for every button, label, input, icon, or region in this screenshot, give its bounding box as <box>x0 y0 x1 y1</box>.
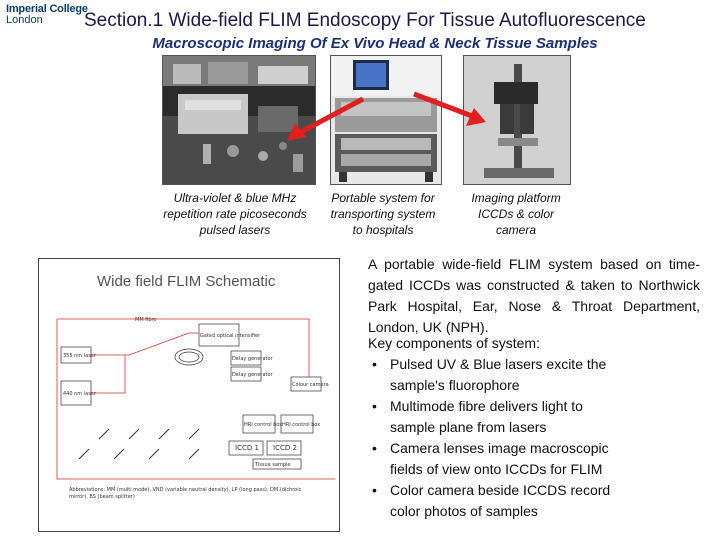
schematic-title: Wide field FLIM Schematic <box>97 273 276 290</box>
mirror <box>188 448 200 460</box>
arrow-left-icon <box>287 96 365 141</box>
arrow-right-icon <box>413 91 486 126</box>
caption-line: repetition rate picoseconds <box>163 207 307 221</box>
hri2-label: HRI control box <box>282 422 320 428</box>
caption-line: pulsed lasers <box>199 223 271 237</box>
delay1-box <box>230 350 262 366</box>
imperial-college-logo: Imperial College London <box>6 4 88 26</box>
fiber-label: MM fibre <box>135 317 157 323</box>
color-cam-label: Colour camera <box>292 382 329 388</box>
bullet-icon: • <box>372 356 377 372</box>
list-item-line: Color camera beside ICCDS record <box>390 482 611 498</box>
iccd2-box <box>266 440 302 456</box>
caption-line: Ultra-violet & blue MHz <box>173 191 297 205</box>
delay1-label: Delay generator <box>232 356 274 362</box>
abbreviations-text: Abbreviations: MM (multi mode), VND (var… <box>69 487 302 500</box>
laser1-label: 355 nm laser <box>63 353 97 359</box>
mirror <box>188 428 200 440</box>
caption-line: ICCDs & color <box>477 207 554 221</box>
caption-portable-system: Portable system for transporting system … <box>318 190 448 238</box>
list-item: • Pulsed UV & Blue lasers excite the sampl… <box>368 354 708 396</box>
schematic-diagram: 355 nm laser 440 nm laser Gated optical … <box>56 317 335 500</box>
caption-line: Imaging platform <box>471 191 561 205</box>
list-item: • Multimode fibre delivers light to sample… <box>368 396 708 438</box>
key-components-heading: Key components of system: <box>368 335 540 351</box>
caption-line: to hospitals <box>352 223 414 237</box>
system-description: A portable wide-field FLIM system based … <box>368 256 700 335</box>
list-item-line: color photos of samples <box>390 503 538 519</box>
iccd1-label: ICCD 1 <box>235 444 259 452</box>
logo-line2: London <box>6 14 43 26</box>
caption-line: Portable system for <box>331 191 435 205</box>
bullet-icon: • <box>372 440 377 456</box>
mirror <box>128 428 140 440</box>
hri1-label: HRI control box <box>244 422 282 428</box>
slide-subtitle: Macroscopic Imaging Of Ex Vivo Head & Ne… <box>152 35 598 52</box>
color-cam-box <box>290 376 322 392</box>
beam-path <box>57 318 310 377</box>
list-item: • Camera lenses image macroscopic fields o… <box>368 438 708 480</box>
bullet-icon: • <box>372 482 377 498</box>
photo-lasers <box>162 55 316 185</box>
tissue-box <box>252 458 302 470</box>
gated-optics-label: Gated optical intensifier <box>200 333 261 339</box>
list-item: • Color camera beside ICCDS record color p… <box>368 480 708 522</box>
flim-schematic: Wide field FLIM Schematic 355 nm laser 4… <box>38 258 340 532</box>
key-components-list: • Pulsed UV & Blue lasers excite the sampl… <box>368 354 708 522</box>
tissue-label: Tissue sample <box>254 462 291 468</box>
caption-lasers: Ultra-violet & blue MHz repetition rate … <box>146 190 324 238</box>
beam-path <box>56 319 335 480</box>
fibre-coil <box>178 351 200 363</box>
list-item-line: sample's fluorophore <box>390 377 520 393</box>
beam-path <box>91 332 199 356</box>
key-components: Key components of system: • Pulsed UV & B… <box>368 333 708 522</box>
delay2-label: Delay generator <box>232 372 274 378</box>
mirror <box>78 448 90 460</box>
list-item-line: fields of view onto ICCDs for FLIM <box>390 461 603 477</box>
caption-imaging-platform: Imaging platform ICCDs & color camera <box>452 190 580 238</box>
list-item-line: Pulsed UV & Blue lasers excite the <box>390 356 607 372</box>
beam-path <box>91 355 126 394</box>
mirror <box>98 428 110 440</box>
logo-line1: Imperial College <box>6 3 88 15</box>
iccd1-box <box>228 440 264 456</box>
gated-optics-box <box>198 323 240 347</box>
hri1-box <box>242 414 276 434</box>
bullet-icon: • <box>372 398 377 414</box>
slide-title: Section.1 Wide-field FLIM Endoscopy For … <box>84 10 646 31</box>
list-item-line: sample plane from lasers <box>390 419 547 435</box>
laser2-label: 440 nm laser <box>63 391 97 397</box>
mirror <box>158 428 170 440</box>
caption-line: camera <box>495 223 536 237</box>
fibre-coil <box>174 348 204 366</box>
photo-portable-system <box>330 55 442 185</box>
caption-line: transporting system <box>330 207 436 221</box>
list-item-line: Multimode fibre delivers light to <box>390 398 583 414</box>
iccd2-label: ICCD 2 <box>273 444 297 452</box>
delay2-box <box>230 366 262 382</box>
hri2-box <box>280 414 314 434</box>
mirror <box>113 448 125 460</box>
mirror <box>148 448 160 460</box>
list-item-line: Camera lenses image macroscopic <box>390 440 609 456</box>
